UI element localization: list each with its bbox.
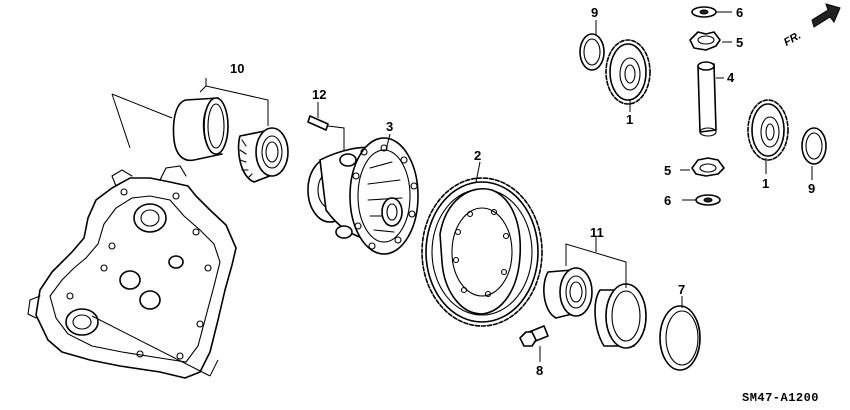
callout-10: 10 [230, 61, 244, 76]
direction-label: FR. [782, 30, 803, 49]
front-direction-arrow: FR. [782, 3, 841, 49]
thrust-washer-9-top [579, 20, 605, 71]
washer-6-bottom [682, 194, 721, 206]
ring-gear-2 [421, 161, 543, 327]
side-gear-1-top [605, 39, 651, 112]
callout-8: 8 [536, 363, 543, 378]
pin-12 [307, 102, 345, 150]
callout-5-bottom: 5 [664, 163, 671, 178]
bolt-8 [519, 325, 549, 362]
differential-carrier-3 [307, 133, 419, 255]
callout-9-right: 9 [808, 181, 815, 196]
thrust-washer-9-right [801, 127, 827, 180]
callout-2: 2 [474, 148, 481, 163]
callout-5-top: 5 [736, 35, 743, 50]
pinion-gear-5-bottom [680, 157, 725, 177]
callout-7: 7 [678, 282, 685, 297]
transmission-housing [27, 165, 237, 379]
seal-ring-7 [659, 296, 701, 371]
roller-bearing-10 [237, 127, 289, 183]
pinion-shaft-4 [697, 61, 724, 137]
callout-6-bottom: 6 [664, 193, 671, 208]
callout-11-group [565, 236, 627, 288]
callout-6-top: 6 [736, 5, 743, 20]
roller-bearing-11 [543, 267, 593, 319]
bearing-race-10 [172, 97, 229, 162]
washer-6-top [691, 6, 732, 18]
callout-1-top: 1 [626, 112, 633, 127]
callout-3: 3 [386, 119, 393, 134]
housing-leaders [91, 93, 219, 377]
side-gear-1-right [747, 99, 789, 174]
callout-11: 11 [590, 225, 604, 240]
callout-10-group [199, 78, 269, 126]
bearing-race-11 [594, 283, 647, 349]
drawing-code: SM47-A1200 [742, 391, 819, 405]
callout-9-top: 9 [591, 5, 598, 20]
pinion-gear-5-top [689, 31, 732, 51]
callout-12: 12 [312, 87, 326, 102]
callout-1-right: 1 [762, 176, 769, 191]
callout-4: 4 [727, 70, 735, 85]
